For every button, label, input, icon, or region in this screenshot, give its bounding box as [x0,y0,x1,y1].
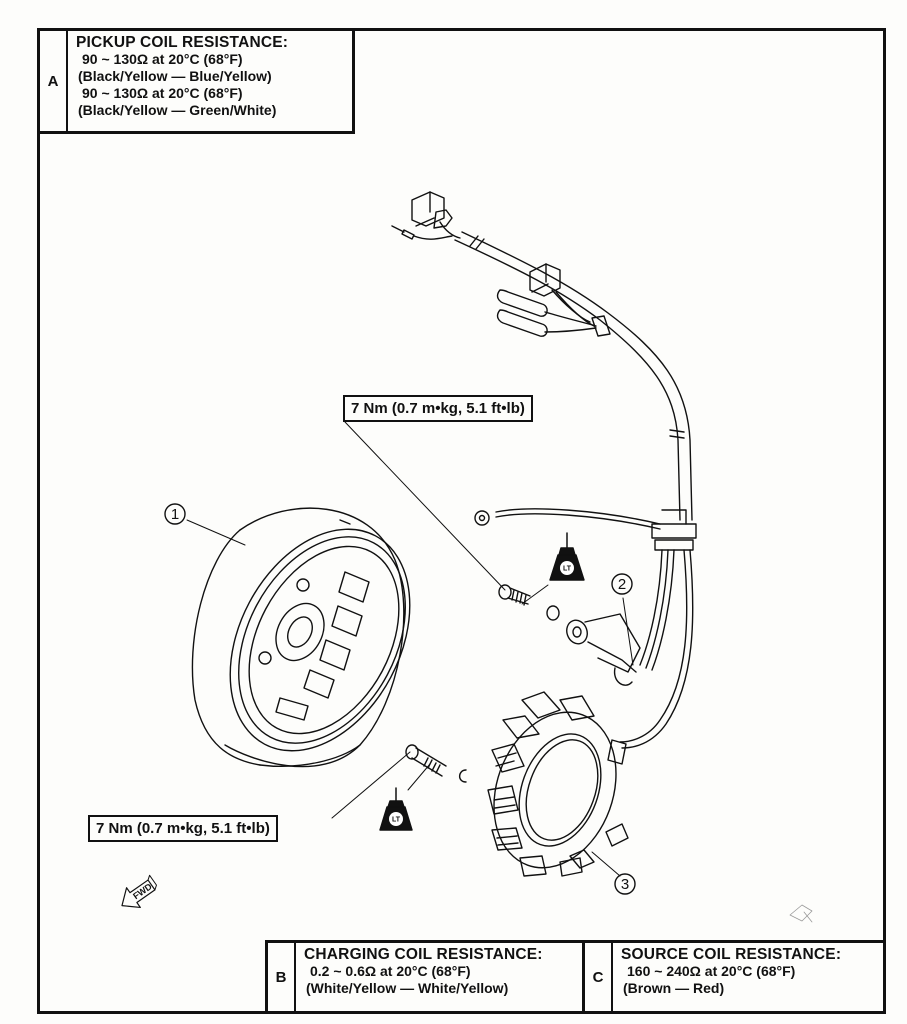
source-coil-spec-box: C SOURCE COIL RESISTANCE: 160 ~ 240Ω at … [582,940,886,1014]
torque-label-upper: 7 Nm (0.7 m•kg, 5.1 ft•lb) [343,395,533,422]
source-coil-title: SOURCE COIL RESISTANCE: [621,946,842,963]
svg-text:2: 2 [618,576,626,593]
pickup-coil-spec-box: A PICKUP COIL RESISTANCE: 90 ~ 130Ω at 2… [37,28,355,134]
leader-stator [591,851,621,877]
svg-text:LT: LT [563,566,572,573]
charging-coil-value: 0.2 ~ 0.6Ω at 20°C (68°F) [310,963,471,979]
lower-bolt [405,744,447,777]
pickup-coil [566,613,641,686]
locktite-bottle-icon: LT [549,532,585,581]
flywheel [191,507,411,768]
source-coil-value: 160 ~ 240Ω at 20°C (68°F) [627,963,796,979]
forward-arrow-icon: FWD [121,874,157,909]
leader-flywheel [186,519,246,546]
callout-pickup-coil: 2 [611,573,633,595]
stator [487,691,629,877]
leader-lower-torque [331,751,411,819]
pickup-coil-value-2: 90 ~ 130Ω at 20°C (68°F) [82,85,243,101]
charging-coil-title: CHARGING COIL RESISTANCE: [304,946,543,963]
svg-text:1: 1 [171,506,179,523]
spec-letter-c: C [585,943,613,1011]
torque-label-lower: 7 Nm (0.7 m•kg, 5.1 ft•lb) [88,815,278,842]
leader-lt-lower [407,763,431,791]
washer [546,605,560,621]
callout-stator: 3 [614,873,636,895]
pickup-coil-title: PICKUP COIL RESISTANCE: [76,34,289,51]
scan-artifact [789,904,813,923]
svg-text:LT: LT [392,817,401,824]
pickup-coil-value-1: 90 ~ 130Ω at 20°C (68°F) [82,51,243,67]
charging-coil-spec-box: B CHARGING COIL RESISTANCE: 0.2 ~ 0.6Ω a… [265,940,585,1014]
callout-flywheel: 1 [164,503,186,525]
upper-bolt [498,584,531,606]
pickup-coil-wires-2: (Black/Yellow — Green/White) [78,102,277,118]
locktite-bottle-icon: LT [379,787,413,831]
svg-text:3: 3 [621,876,629,893]
spec-letter-b: B [268,943,296,1011]
leader-pickup-coil [622,597,634,666]
wire-harness [391,191,697,749]
spec-letter-a: A [40,31,68,131]
pickup-coil-wires-1: (Black/Yellow — Blue/Yellow) [78,68,272,84]
charging-coil-wires: (White/Yellow — White/Yellow) [306,980,509,996]
lower-clip [458,769,467,783]
leader-lt-upper [521,584,549,605]
leader-upper-torque [344,421,506,591]
source-coil-wires: (Brown — Red) [623,980,725,996]
